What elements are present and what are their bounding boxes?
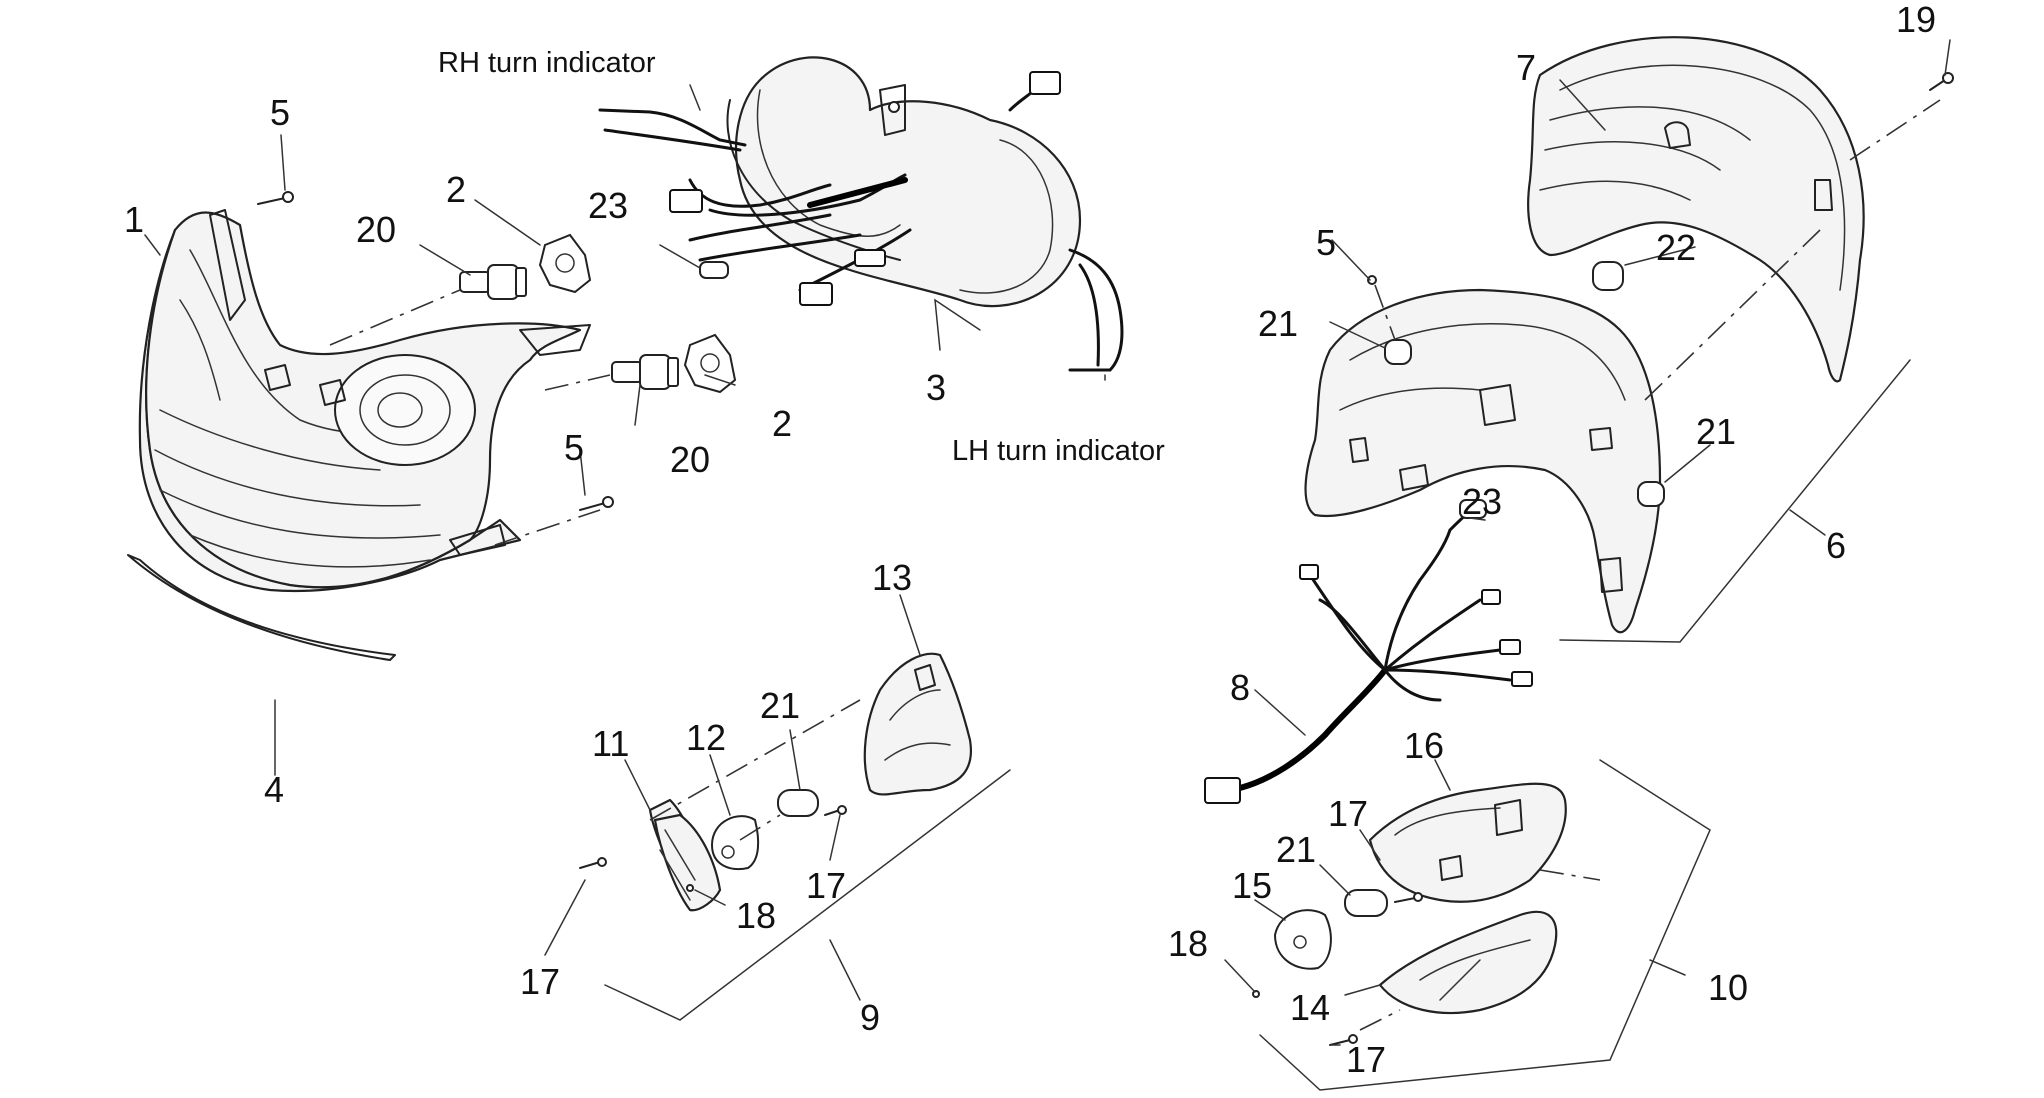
screw-17-front-left [579,857,607,869]
callout-17-front-mid: 17 [806,865,846,906]
bracket-6 [1559,359,1911,643]
bulb-holder-2-lower [683,333,737,394]
bulb-22 [1592,261,1624,291]
screw-5-top [257,191,294,205]
headlight-wiring [598,83,1124,372]
callout-5-tail: 5 [1316,222,1336,263]
callout-21-tail-right: 21 [1696,411,1736,452]
bulb-holder-12 [710,815,760,870]
tail-wiring-connectors [1204,499,1533,804]
callout-12: 12 [686,717,726,758]
screw-19 [1929,72,1954,91]
callout-2-lower: 2 [772,403,792,444]
callout-4: 4 [264,769,284,810]
trim-strip [127,554,396,661]
callout-10: 10 [1708,967,1748,1008]
tail-light-lens [1527,36,1865,383]
callout-21-tail-left: 21 [1258,303,1298,344]
bulb-21-tail-right [1637,481,1665,507]
callout-18-rear: 18 [1168,923,1208,964]
screw-5-tail [1367,275,1377,285]
callout-1: 1 [124,199,144,240]
bracket-10 [1259,759,1711,1091]
callout-14: 14 [1290,987,1330,1028]
headlight-housing [726,56,1082,308]
callout-20-lower: 20 [670,439,710,480]
front-turn-signal [863,652,973,796]
screw-18-front [686,884,694,892]
callout-16: 16 [1404,725,1444,766]
callout-13: 13 [872,557,912,598]
callout-11: 11 [592,723,629,764]
bracket-9 [604,769,1011,1021]
callout-2-upper: 2 [446,169,466,210]
callout-18-front: 18 [736,895,776,936]
leader-lines [144,39,1951,1046]
callout-23-front: 23 [588,185,628,226]
callout-17-rear-top: 17 [1328,793,1368,834]
front-turn-signal-lens [648,798,722,912]
lh-turn-indicator-caption: LH turn indicator [952,435,1165,467]
rh-turn-indicator-caption: RH turn indicator [438,47,656,79]
bulb-20-lower [611,354,679,390]
callout-22: 22 [1656,227,1696,268]
tail-light-housing [1304,288,1662,634]
callout-21-rear: 21 [1276,829,1316,870]
callout-17-rear-bottom: 17 [1346,1039,1386,1080]
tail-wiring [1237,503,1512,791]
callout-19: 19 [1896,0,1936,40]
bulb-23-front [699,261,729,279]
callout-21-front: 21 [760,685,800,726]
bulb-21-tail-left [1384,339,1412,365]
screw-17-front-mid [824,805,847,816]
callout-23-tail: 23 [1462,481,1502,522]
callout-5-top: 5 [270,92,290,133]
callout-5-bottom: 5 [564,427,584,468]
bulb-20-upper [459,264,527,300]
screw-5-bottom [579,496,614,511]
callout-7: 7 [1516,47,1536,88]
callout-17-front-left: 17 [520,961,560,1002]
screw-17-rear-top [1394,892,1423,903]
rear-turn-signal-lens [1378,910,1558,1015]
callout-numbers: 1 2 2 3 4 5 5 5 6 7 8 9 10 11 12 13 14 1… [124,0,1936,1080]
callout-8: 8 [1230,667,1250,708]
callout-15: 15 [1232,865,1272,906]
bulb-holder-15 [1273,909,1332,970]
callout-6: 6 [1826,525,1846,566]
callout-3: 3 [926,367,946,408]
callout-20-upper: 20 [356,209,396,250]
callout-9: 9 [860,997,880,1038]
bulb-21-rear [1344,889,1388,917]
wiring-connectors [669,71,1061,306]
screw-17-rear-bottom [1329,1034,1358,1046]
headlight-assembly [138,209,591,593]
rear-turn-signal-housing [1368,782,1567,903]
bulb-21-front [777,789,819,817]
bulb-holder-2-upper [538,233,592,294]
